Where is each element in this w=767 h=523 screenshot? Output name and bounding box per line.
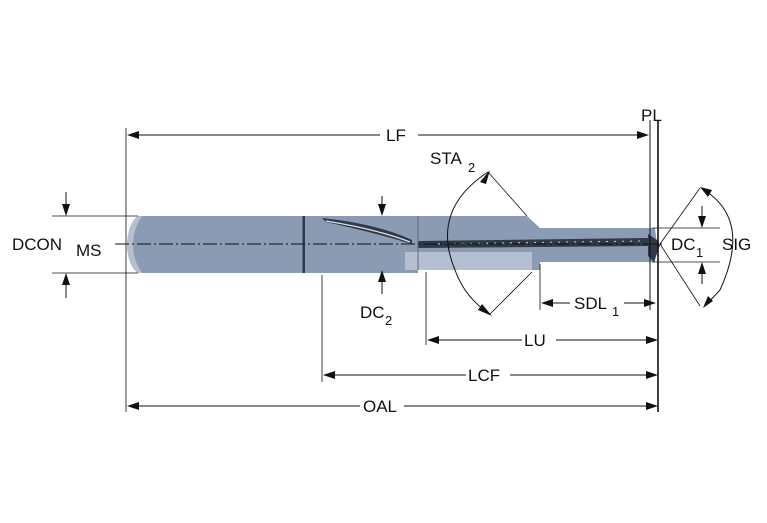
drill-body bbox=[127, 216, 660, 273]
drill-tip bbox=[648, 234, 660, 262]
dc2-label: DC bbox=[360, 303, 385, 322]
lu-label: LU bbox=[524, 331, 546, 350]
dc1-dimension: DC 1 bbox=[652, 206, 720, 284]
lcf-dimension: LCF bbox=[323, 366, 658, 385]
sta-subscript: 2 bbox=[468, 160, 475, 175]
sig-angle-dimension: SIG bbox=[659, 187, 751, 308]
flute-channel-highlight bbox=[429, 240, 641, 245]
dc1-subscript: 1 bbox=[696, 245, 703, 260]
neck-step bbox=[405, 252, 532, 270]
dcon-label: DCON bbox=[12, 235, 62, 254]
dcon-subscript: MS bbox=[76, 241, 102, 260]
sig-label: SIG bbox=[722, 235, 751, 254]
dc2-subscript: 2 bbox=[385, 313, 392, 328]
lu-dimension: LU bbox=[427, 331, 658, 350]
lcf-label: LCF bbox=[468, 366, 500, 385]
oal-dimension: OAL bbox=[127, 397, 658, 416]
lf-label: LF bbox=[386, 126, 406, 145]
lf-dimension: LF bbox=[127, 126, 649, 145]
dc2-dimension: DC 2 bbox=[360, 196, 392, 328]
flute-groove-highlight bbox=[325, 220, 411, 243]
sdl-dimension: SDL 1 bbox=[541, 294, 656, 319]
sdl-subscript: 1 bbox=[612, 304, 619, 319]
oal-label: OAL bbox=[363, 397, 397, 416]
sdl-label: SDL bbox=[574, 294, 607, 313]
dc1-label: DC bbox=[671, 235, 696, 254]
sta-angle-dimension: STA 2 bbox=[430, 149, 533, 316]
sta-label: STA bbox=[430, 149, 462, 168]
shank-chamfer bbox=[127, 216, 142, 273]
pl-label: PL bbox=[641, 106, 662, 125]
dcon-dimension: DCON MS bbox=[12, 192, 138, 298]
